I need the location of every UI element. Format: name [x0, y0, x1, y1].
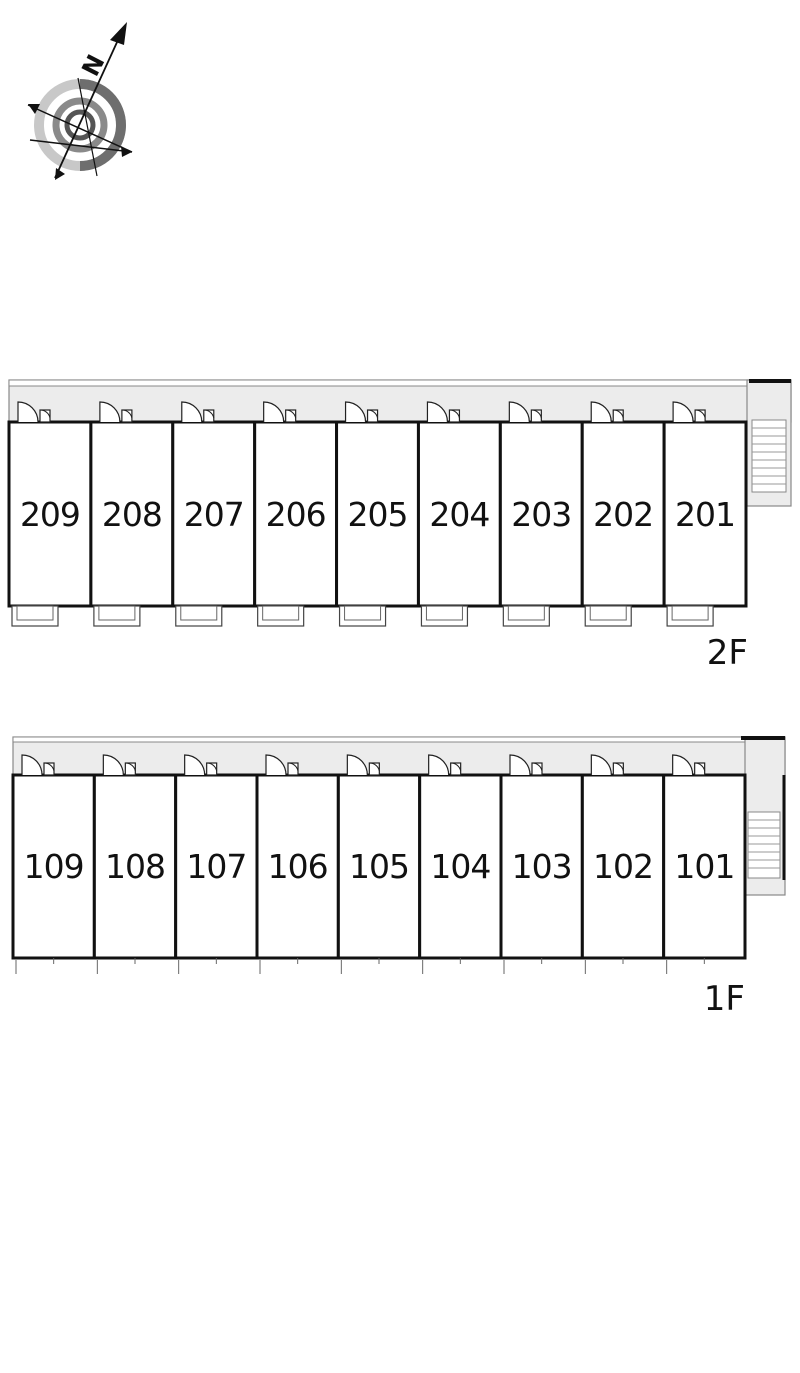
window-marks: [340, 958, 380, 974]
unit-206[interactable]: 206: [253, 401, 339, 627]
unit-104[interactable]: 104: [418, 754, 503, 974]
unit-number: 209: [20, 495, 80, 534]
balcony: [338, 605, 387, 627]
unit-number: 102: [593, 847, 653, 886]
entrance-door-icon: [426, 401, 461, 423]
entrance-door-icon: [346, 754, 380, 776]
unit-105[interactable]: 105: [336, 754, 422, 974]
unit-number: 103: [512, 847, 572, 886]
unit-number: 109: [24, 847, 84, 886]
balcony: [666, 605, 714, 627]
unit-101[interactable]: 101: [662, 754, 747, 974]
entrance-door-icon: [21, 754, 55, 776]
unit-number: 208: [102, 495, 162, 534]
unit-202[interactable]: 202: [580, 401, 666, 627]
entrance-door-icon: [184, 754, 218, 776]
unit-number: 106: [268, 847, 328, 886]
unit-number: 202: [593, 495, 653, 534]
window-marks: [422, 958, 461, 974]
unit-201[interactable]: 201: [662, 401, 748, 627]
unit-number: 105: [349, 847, 409, 886]
entrance-door-icon: [508, 401, 542, 423]
unit-209[interactable]: 209: [7, 401, 93, 627]
corridor-railing: [12, 736, 786, 743]
unit-109[interactable]: 109: [11, 754, 96, 974]
entrance-door-icon: [590, 754, 624, 776]
floor-label-2f: 2F: [707, 633, 748, 673]
window-marks: [503, 958, 543, 974]
window-marks: [666, 958, 705, 974]
unit-number: 203: [511, 495, 571, 534]
entrance-door-icon: [590, 401, 624, 423]
floor-label-1f: 1F: [704, 979, 745, 1019]
entrance-door-icon: [17, 401, 51, 423]
unit-208[interactable]: 208: [89, 401, 175, 627]
unit-205[interactable]: 205: [335, 401, 420, 627]
unit-number: 204: [429, 495, 489, 534]
unit-number: 205: [348, 495, 408, 534]
entrance-door-icon: [265, 754, 299, 776]
balcony: [257, 605, 305, 627]
entrance-door-icon: [672, 401, 706, 423]
entrance-door-icon: [99, 401, 133, 423]
unit-102[interactable]: 102: [580, 754, 666, 974]
corridor: [12, 736, 786, 776]
balcony: [11, 605, 59, 627]
balcony: [93, 605, 141, 627]
window-marks: [259, 958, 299, 974]
unit-203[interactable]: 203: [498, 401, 584, 627]
entrance-door-icon: [428, 754, 462, 776]
balcony: [420, 605, 469, 627]
window-marks: [584, 958, 624, 974]
unit-103[interactable]: 103: [499, 754, 584, 974]
entrance-door-icon: [509, 754, 543, 776]
balcony: [502, 605, 550, 627]
compass-north-label: N: [76, 50, 110, 81]
window-marks: [178, 958, 217, 974]
unit-204[interactable]: 204: [416, 401, 502, 627]
entrance-door-icon: [672, 754, 706, 776]
entrance-door-icon: [263, 401, 297, 423]
unit-number: 104: [430, 847, 490, 886]
compass-icon: N: [27, 22, 133, 180]
unit-number: 207: [184, 495, 244, 534]
balcony: [175, 605, 223, 627]
entrance-door-icon: [102, 754, 136, 776]
window-marks: [15, 958, 55, 974]
floor-1f: 109 108 107 106 105 104 103 102 101 1F: [11, 736, 786, 1019]
unit-207[interactable]: 207: [171, 401, 257, 627]
staircase: [747, 811, 781, 879]
entrance-door-icon: [181, 401, 215, 423]
staircase: [751, 419, 787, 493]
unit-106[interactable]: 106: [255, 754, 340, 974]
floor-2f: 209 208 207 206 205 204 203 202 201 2F: [7, 379, 792, 673]
unit-number: 201: [675, 495, 735, 534]
balcony: [584, 605, 632, 627]
window-marks: [96, 958, 136, 974]
unit-number: 101: [674, 847, 734, 886]
unit-number: 108: [105, 847, 165, 886]
unit-107[interactable]: 107: [174, 754, 259, 974]
unit-108[interactable]: 108: [92, 754, 178, 974]
unit-number: 206: [266, 495, 326, 534]
corridor-railing: [8, 379, 792, 387]
entrance-door-icon: [344, 401, 379, 423]
unit-number: 107: [186, 847, 246, 886]
